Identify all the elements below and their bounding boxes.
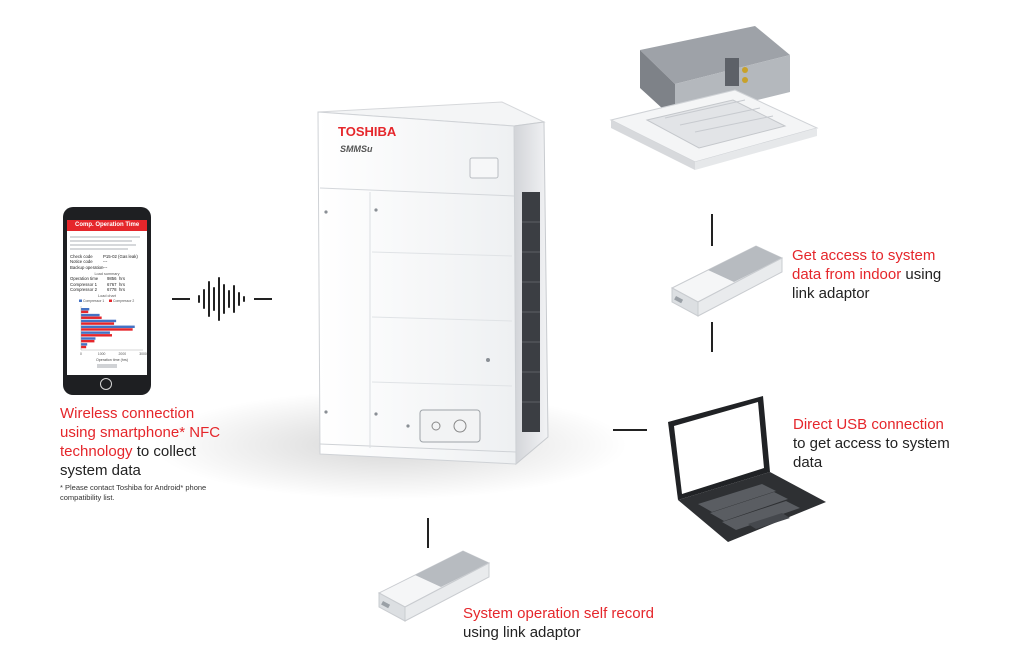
indoor-line-bottom <box>711 322 713 352</box>
phone-left-dash <box>172 298 190 300</box>
chart-bar <box>81 322 115 326</box>
smartphone: Comp. Operation Time Check code P15-02 (… <box>63 207 151 395</box>
laptop <box>668 396 826 542</box>
link-adaptor-bottom <box>377 550 491 622</box>
link-adaptor-indoor <box>670 245 784 317</box>
chart-bar <box>81 328 133 332</box>
chart-ticks: 0 1000 2000 3000 <box>80 352 147 356</box>
usb-caption-red: Direct USB connection <box>793 416 944 433</box>
phone-field-row: Backup operation --- <box>70 264 108 270</box>
legend-swatch-2 <box>109 299 112 303</box>
chart-title: Load chart <box>98 294 117 298</box>
chart-bars <box>81 308 135 349</box>
phone-info-lines <box>67 231 147 250</box>
self-record-caption-dark: using link adaptor <box>463 624 581 641</box>
phone-summary-row: Compressor 1 6767 hrs <box>70 281 125 287</box>
phone-load-summary-title: Load summary <box>94 272 120 277</box>
phone-load-summary: Operation time 9856 hrs Compressor 1 676… <box>67 276 147 292</box>
indoor-caption: Get access to system data from indoor us… <box>792 246 962 303</box>
phone-summary-row: Operation time 9856 hrs <box>70 276 125 282</box>
chart-bar <box>81 343 88 347</box>
chart-bar <box>81 346 87 349</box>
chart-bar <box>81 311 89 314</box>
usb-caption: Direct USB connection to get access to s… <box>793 415 968 472</box>
chart-bar <box>81 326 135 329</box>
phone-field-row: Notice code --- <box>70 259 108 265</box>
legend-label-1: Compressor 1 <box>83 299 104 303</box>
phone-load-chart: Load chart Compressor 1 Compressor 2 0 10… <box>79 294 147 369</box>
legend-swatch-1 <box>79 299 82 303</box>
phone-field-row: Check code P15-02 (Gas leak) <box>70 254 138 259</box>
outdoor-unit: TOSHIBA SMMSu <box>317 101 549 466</box>
self-record-caption: System operation self record using link … <box>463 604 703 642</box>
wireless-caption-red: Wireless connection using smartphone* NF… <box>60 405 221 460</box>
x-tick-label: 0 <box>80 352 82 356</box>
x-tick-label: 1000 <box>98 352 106 356</box>
chart-bar <box>81 337 96 341</box>
chart-bar <box>81 320 117 323</box>
chart-bar <box>81 316 102 320</box>
x-axis-label: Operation time (hrs) <box>96 358 128 362</box>
chart-bar <box>81 308 90 311</box>
phone-summary-row: Compressor 2 6778 hrs <box>70 287 125 293</box>
phone-header-title: Comp. Operation Time <box>75 222 140 228</box>
self-record-caption-red: System operation self record <box>463 605 654 622</box>
brand-label: TOSHIBA <box>338 124 397 139</box>
phone-chart-button[interactable] <box>97 364 117 369</box>
nfc-wave-icon <box>198 277 245 321</box>
x-tick-label: 3000 <box>139 352 147 356</box>
chart-bar <box>81 314 100 317</box>
x-tick-label: 2000 <box>119 352 127 356</box>
legend-label-2: Compressor 2 <box>113 299 134 303</box>
indoor-line-top <box>711 214 713 246</box>
model-label: SMMSu <box>340 144 373 154</box>
chart-bar <box>81 331 110 335</box>
chart-bar <box>81 340 95 343</box>
wireless-caption-dark: to collect system data <box>60 443 196 479</box>
phone-screen: Comp. Operation Time Check code P15-02 (… <box>67 220 147 375</box>
home-button[interactable] <box>100 378 112 390</box>
footnote: * Please contact Toshiba for Android* ph… <box>60 483 207 502</box>
indoor-caption-red: Get access to system data from indoor <box>792 247 936 283</box>
usb-caption-dark: to get access to system data <box>793 435 950 471</box>
cassette-indoor-unit <box>609 26 819 170</box>
phone-fields: Check code P15-02 (Gas leak) Notice code… <box>67 252 147 270</box>
bottom-adaptor-line <box>427 518 429 548</box>
wireless-caption: Wireless connection using smartphone* NF… <box>60 404 230 480</box>
phone-right-dash <box>254 298 272 300</box>
chart-bar <box>81 334 112 337</box>
phone-header: Comp. Operation Time <box>67 220 147 231</box>
indoor-caption-dark: using link adaptor <box>792 266 942 302</box>
laptop-line <box>613 429 647 431</box>
